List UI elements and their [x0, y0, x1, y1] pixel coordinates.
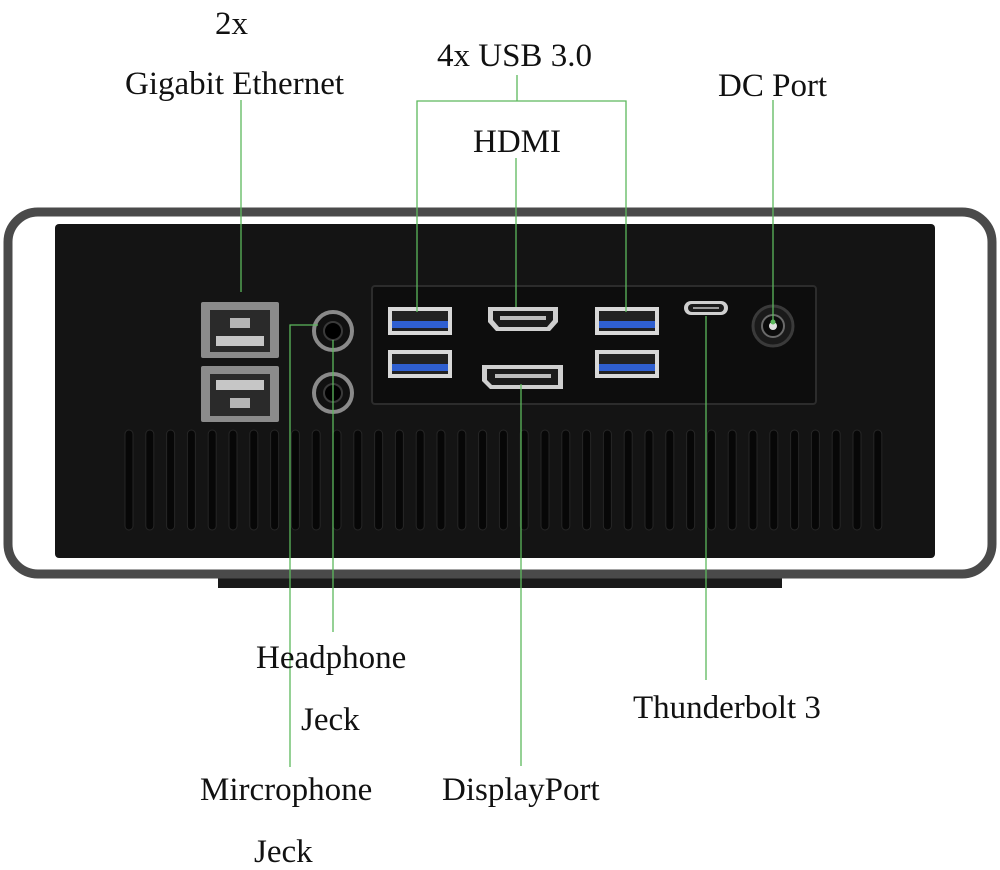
vent-slot — [186, 429, 196, 531]
vent-slot — [124, 429, 134, 531]
label-microphone-line2: Jeck — [254, 834, 313, 870]
vent-slot — [686, 429, 696, 531]
vent-slot — [311, 429, 321, 531]
vent-slot — [228, 429, 238, 531]
vent-slot — [790, 429, 800, 531]
vent-slot — [457, 429, 467, 531]
vent-slot — [582, 429, 592, 531]
vent-slot — [602, 429, 612, 531]
vent-slot — [706, 429, 716, 531]
vent-slot — [353, 429, 363, 531]
hdmi-port — [488, 307, 558, 331]
vent-slot — [290, 429, 300, 531]
label-ethernet-count: 2x — [215, 6, 248, 42]
vent-slot — [665, 429, 675, 531]
vent-slot — [436, 429, 446, 531]
vent-slot — [540, 429, 550, 531]
vent-slot — [394, 429, 404, 531]
label-microphone-line1: Mircrophone — [200, 772, 373, 808]
label-thunderbolt: Thunderbolt 3 — [633, 690, 821, 726]
vent-slot — [623, 429, 633, 531]
leader-lines — [240, 75, 776, 767]
vent-slot — [478, 429, 488, 531]
usb-port-4 — [595, 350, 659, 378]
label-dc-port: DC Port — [718, 68, 828, 104]
vent-slot — [332, 429, 342, 531]
vent-slot — [852, 429, 862, 531]
vent-slot — [249, 429, 259, 531]
vent-slot — [519, 429, 529, 531]
usb-port-1 — [388, 307, 452, 335]
vent-slot — [145, 429, 155, 531]
vent-slot — [769, 429, 779, 531]
vent-slot — [270, 429, 280, 531]
usb-port-2 — [388, 350, 452, 378]
vent-slot — [727, 429, 737, 531]
thunderbolt-port — [684, 301, 728, 315]
vent-slot — [374, 429, 384, 531]
ethernet-port-top — [201, 302, 279, 358]
leader-dc-dot — [770, 319, 776, 325]
label-headphone-line2: Jeck — [301, 702, 360, 738]
vent-slot — [748, 429, 758, 531]
vent-slot — [415, 429, 425, 531]
label-displayport: DisplayPort — [442, 772, 600, 808]
usb-port-3 — [595, 307, 659, 335]
label-usb: 4x USB 3.0 — [437, 38, 592, 74]
vent-slot — [831, 429, 841, 531]
vent-slot — [644, 429, 654, 531]
label-hdmi: HDMI — [473, 124, 561, 160]
vent-slot — [166, 429, 176, 531]
device-frame — [3, 207, 997, 579]
leader-microphone — [289, 324, 318, 767]
vent-slot — [498, 429, 508, 531]
vent-slot — [561, 429, 571, 531]
vent-slot — [873, 429, 883, 531]
ethernet-port-bottom — [201, 366, 279, 422]
displayport-port — [482, 365, 563, 389]
io-panel — [371, 285, 817, 405]
vent-slot — [810, 429, 820, 531]
vent-slot — [207, 429, 217, 531]
label-ethernet: Gigabit Ethernet — [125, 66, 345, 102]
leader-usb-bracket — [416, 100, 627, 312]
label-headphone-line1: Headphone — [256, 640, 407, 676]
ventilation-grille — [124, 429, 883, 531]
